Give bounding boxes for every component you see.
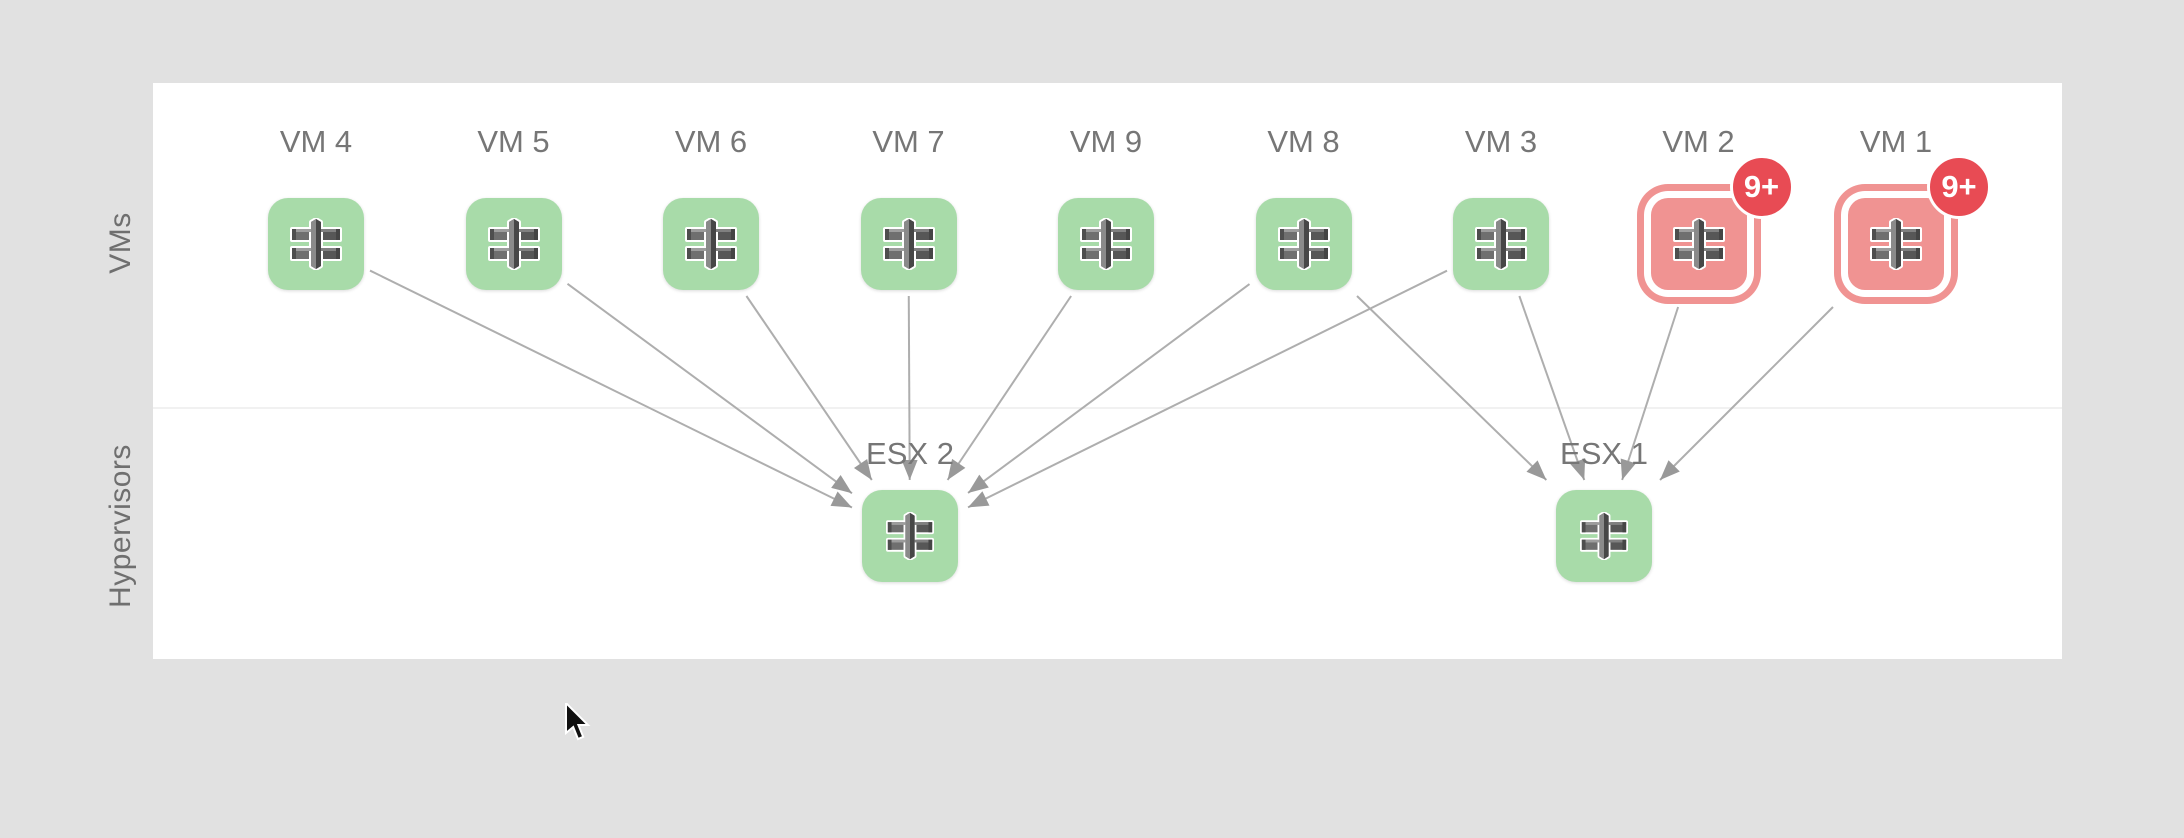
vm-node-vm2[interactable] [1650, 198, 1747, 290]
vm-cube-icon [685, 218, 737, 270]
edge-vm3-to-esx2 [967, 269, 1448, 509]
edge-vm9-to-esx2 [946, 295, 1072, 481]
vm1-alert-badge[interactable]: 9+ [1927, 155, 1991, 219]
vm-node-vm6[interactable] [663, 198, 759, 290]
row-divider [153, 407, 2062, 409]
vm-cube-icon [1672, 218, 1725, 270]
vm8-label: VM 8 [1267, 124, 1340, 159]
edge-vm1-to-esx1 [1659, 306, 1834, 481]
vm7-label: VM 7 [872, 124, 945, 159]
vm-node-vm9[interactable] [1058, 198, 1154, 290]
edge-vm7-to-esx2 [901, 295, 918, 481]
vm9-label: VM 9 [1069, 124, 1143, 159]
vm3-label: VM 3 [1464, 124, 1538, 159]
vm-node-vm1[interactable] [1848, 198, 1944, 290]
vm-cube-icon [1475, 218, 1527, 270]
vm-node-vm7[interactable] [860, 198, 957, 290]
vm-node-vm3[interactable] [1453, 198, 1549, 290]
vm1-label: VM 1 [1859, 124, 1933, 159]
edge-vm4-to-esx2 [369, 269, 853, 509]
edge-vm3-to-esx1 [1518, 295, 1586, 481]
esx2-label: ESX 2 [866, 436, 954, 471]
vm2-label: VM 2 [1662, 124, 1735, 159]
vm-cube-icon [882, 218, 935, 270]
vm-node-vm4[interactable] [268, 198, 364, 290]
vm-cube-icon [886, 512, 935, 560]
edge-vm2-to-esx1 [1620, 306, 1680, 481]
mouse-cursor [565, 703, 591, 741]
vm-node-vm8[interactable] [1255, 198, 1352, 290]
edge-vm5-to-esx2 [566, 282, 853, 495]
hypervisor-node-esx1[interactable] [1556, 490, 1652, 582]
vm-cube-icon [1870, 218, 1922, 270]
hypervisor-node-esx2[interactable] [862, 490, 958, 582]
edge-vm8-to-esx2 [967, 283, 1251, 494]
edge-vm6-to-esx2 [745, 295, 873, 481]
vm-cube-icon [1080, 218, 1132, 270]
vm-cube-icon [1277, 218, 1330, 270]
vm6-label: VM 6 [674, 124, 748, 159]
vm5-label: VM 5 [477, 124, 550, 159]
vm-node-vm5[interactable] [465, 198, 562, 290]
vm-cube-icon [1580, 512, 1628, 560]
vm4-label: VM 4 [279, 124, 353, 159]
vm-cube-icon [487, 218, 540, 270]
esx1-label: ESX 1 [1560, 436, 1648, 471]
vm2-alert-badge[interactable]: 9+ [1729, 155, 1794, 219]
edge-vm8-to-esx1 [1356, 295, 1548, 481]
vm-cube-icon [290, 218, 342, 270]
